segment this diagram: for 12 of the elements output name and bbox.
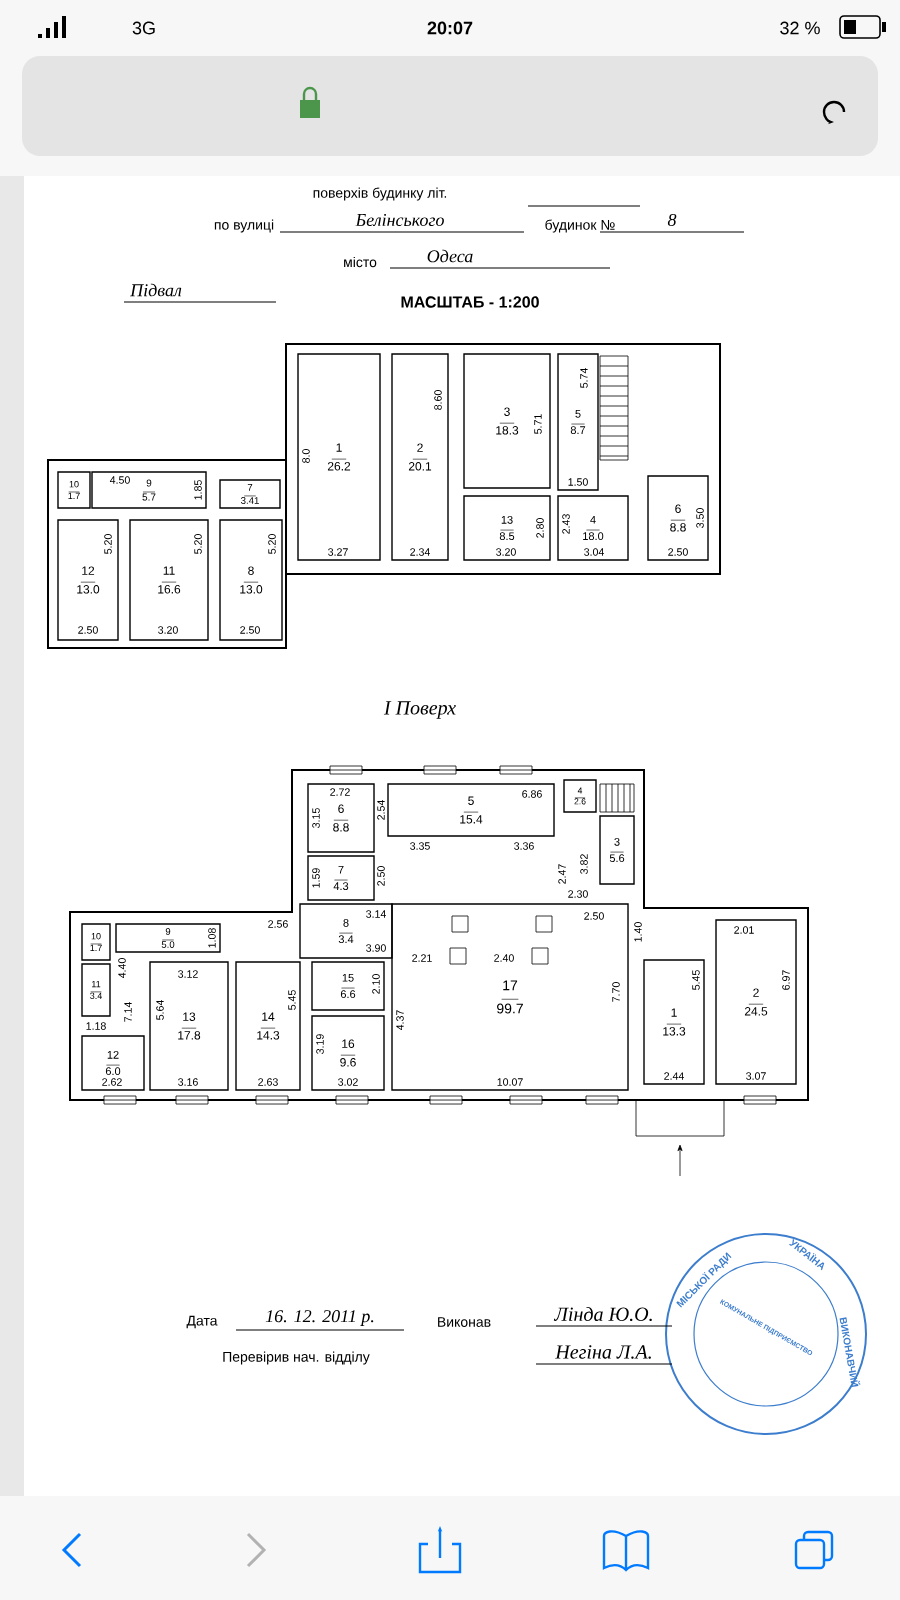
scale-label: МАСШТАБ - 1:200 (401, 296, 539, 308)
handwritten-text: 8 (667, 213, 677, 227)
status-text: 3G (132, 21, 155, 35)
clock-text: 20:07 (427, 21, 473, 35)
status-text: 32 % (780, 21, 820, 35)
handwritten-text: Негіна Л.А. (555, 1345, 651, 1359)
handwritten-text: 16. 12. 2011 р. (265, 1310, 374, 1326)
handwritten-text: Підвал (130, 283, 182, 297)
handwritten-text: Белінського (355, 213, 444, 227)
handwritten-text: Одеса (427, 249, 473, 263)
handwritten-text: Лінда Ю.О. (553, 1306, 652, 1322)
handwritten-text: I Поверх (383, 701, 456, 719)
